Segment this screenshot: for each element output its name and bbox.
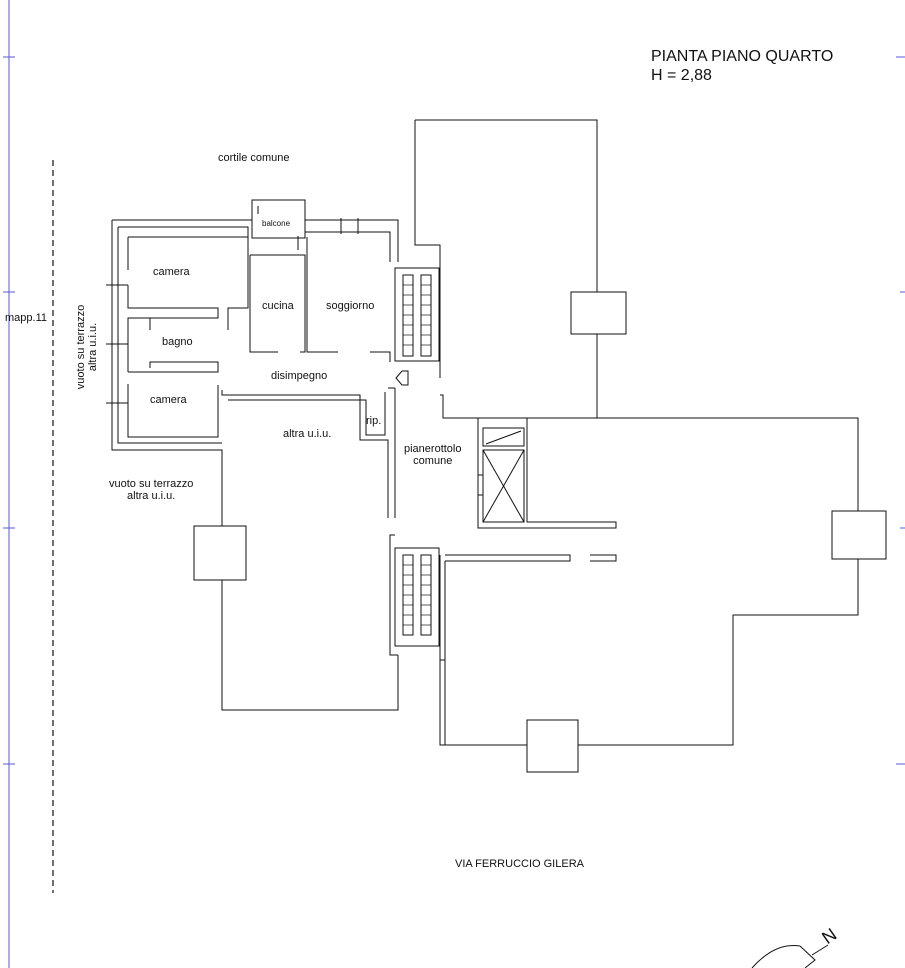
label-pianerottolo-line2: comune: [413, 455, 453, 467]
projection: [193, 525, 247, 581]
plan-title: PIANTA PIANO QUARTO: [651, 48, 834, 65]
lift-shaft-top: [482, 427, 525, 447]
upper-right-block: [415, 119, 598, 419]
apartment-outer-wall: [112, 199, 399, 262]
projection: [526, 719, 579, 773]
label-disimpegno: disimpegno: [271, 370, 328, 382]
label-vuoto-side-line1: vuoto su terrazzo: [75, 304, 87, 390]
label-altra-uiu: altra u.i.u.: [283, 428, 332, 440]
label-vuoto-bottom-line1: vuoto su terrazzo: [109, 478, 194, 490]
label-pianerottolo: pianerottolo comune: [404, 443, 462, 467]
projection: [831, 510, 887, 560]
label-street: VIA FERRUCCIO GILERA: [455, 858, 584, 870]
ceiling-height: H = 2,88: [651, 67, 712, 84]
label-cortile: cortile comune: [218, 152, 290, 164]
stair-upper: [394, 267, 440, 362]
compass-icon: [751, 944, 829, 968]
label-mapp: mapp.11: [5, 312, 47, 324]
label-camera-bottom: camera: [150, 394, 187, 406]
label-vuoto-bottom-line2: altra u.i.u.: [127, 490, 176, 502]
label-vuoto-side: vuoto su terrazzo altra u.i.u.: [75, 297, 99, 397]
label-camera-top: camera: [153, 266, 190, 278]
projection: [570, 291, 627, 335]
label-cucina: cucina: [262, 300, 294, 312]
right-block: [439, 417, 859, 746]
label-bagno: bagno: [162, 336, 193, 348]
sheet-frame: [3, 0, 905, 968]
label-soggiorno: soggiorno: [326, 300, 375, 312]
label-pianerottolo-line1: pianerottolo: [404, 443, 462, 455]
stair-lower: [394, 547, 440, 647]
label-vuoto-side-line2: altra u.i.u.: [87, 322, 99, 372]
label-vuoto-bottom: vuoto su terrazzo altra u.i.u.: [109, 478, 193, 502]
entrance-arrow: [395, 370, 409, 386]
label-balcone: balcone: [262, 219, 291, 228]
label-rip: rip.: [366, 415, 382, 427]
